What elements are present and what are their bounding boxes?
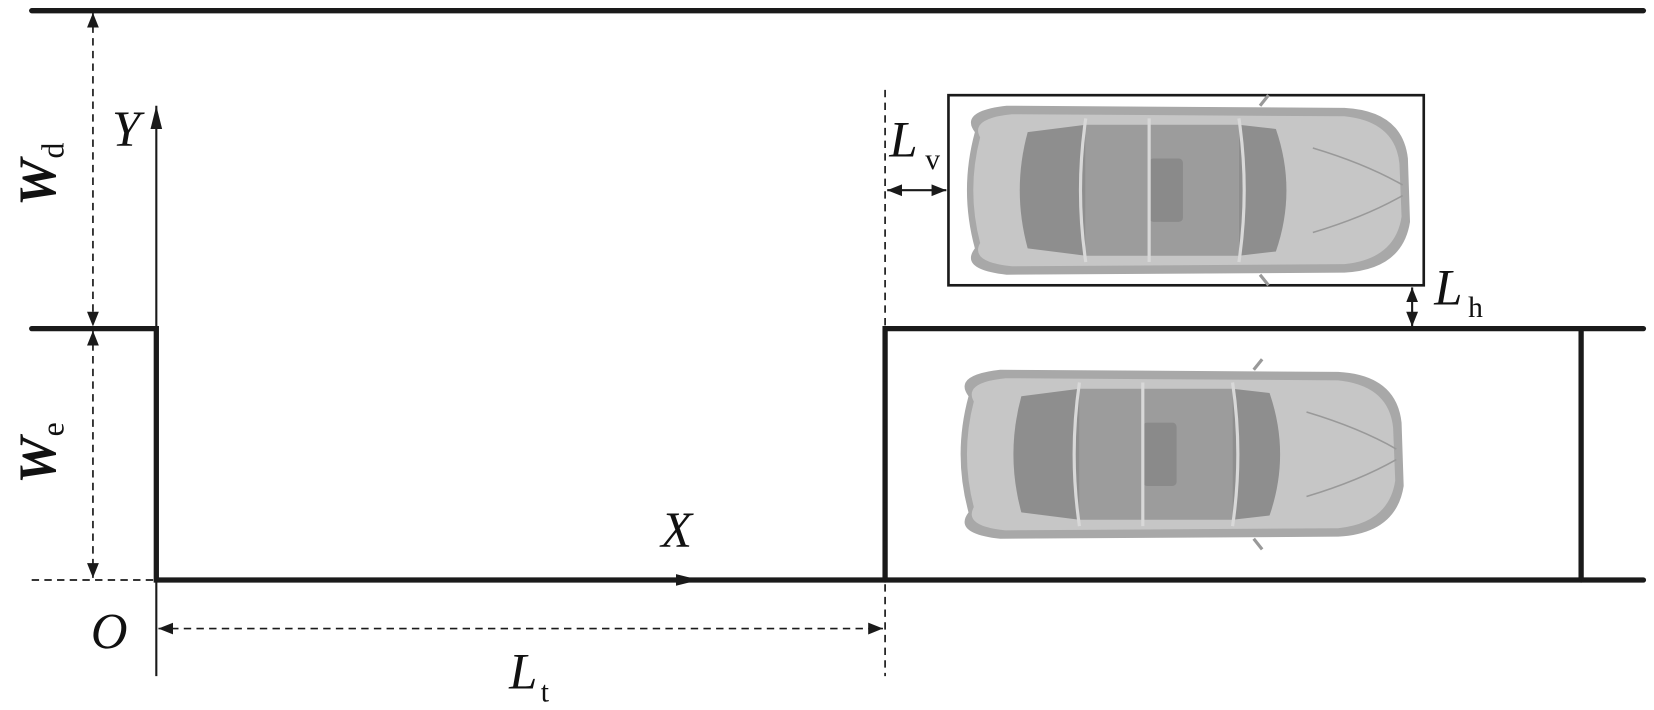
we-label: W e (9, 422, 70, 484)
lt-label: L t (508, 644, 550, 709)
svg-text:e: e (35, 422, 70, 436)
svg-text:L: L (508, 644, 537, 700)
x-axis-label: X (659, 502, 694, 558)
car-icon-moving (965, 93, 1412, 287)
svg-text:t: t (541, 676, 550, 708)
y-axis-label: Y (112, 101, 145, 157)
lv-label: L v (888, 111, 940, 176)
wd-label: W d (9, 143, 70, 207)
svg-text:v: v (925, 144, 940, 176)
svg-text:L: L (1433, 259, 1462, 315)
road-bottom-edge-left (29, 325, 1647, 583)
svg-text:d: d (35, 143, 70, 159)
vehicle-bounding-box (947, 93, 1426, 287)
svg-text:h: h (1468, 292, 1483, 324)
svg-text:L: L (888, 111, 917, 167)
car-icon-parked (959, 357, 1406, 551)
lh-label: L h (1433, 259, 1483, 324)
svg-text:W: W (9, 433, 67, 484)
origin-label: O (91, 604, 128, 660)
svg-text:W: W (9, 155, 67, 206)
